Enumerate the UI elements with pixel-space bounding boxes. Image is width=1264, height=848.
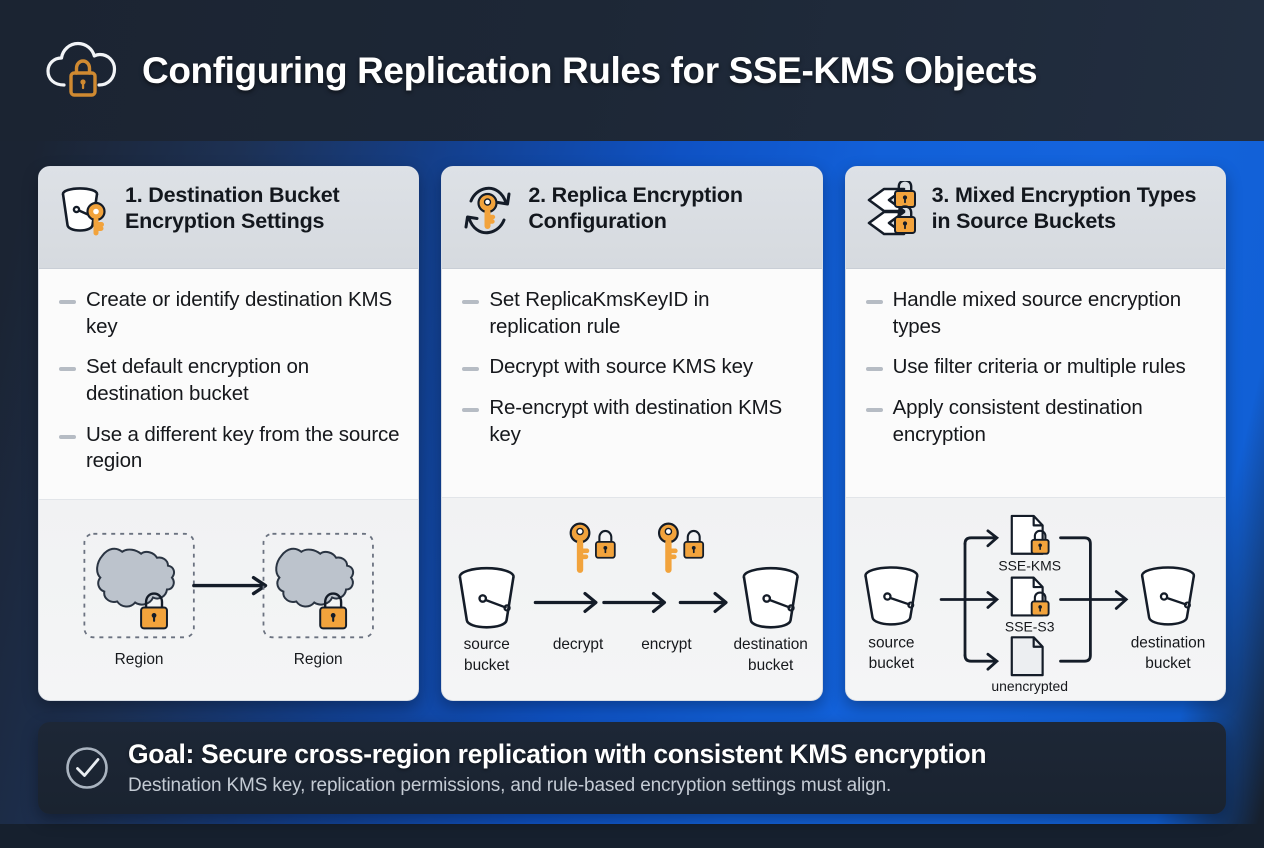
bullet-text: Decrypt with source KMS key (489, 355, 753, 379)
figure-label-destination-bucket-line1: destination (734, 636, 808, 653)
bullet-text: Re-encrypt with destination KMS key (489, 395, 783, 446)
figure-label-encrypt: encrypt (642, 636, 693, 653)
list-item: Handle mixed source encryption types (862, 287, 1207, 340)
figure-label-sse-s3: SSE-S3 (1005, 618, 1055, 634)
card-header: 3. Mixed Encryption Types in Source Buck… (845, 167, 1225, 269)
arrow-right-icon (192, 575, 268, 596)
card-title: 1. Destination Bucket Encryption Setting… (125, 183, 340, 233)
bullet-dash-icon (865, 300, 883, 304)
bullet-text: Use filter criteria or multiple rules (892, 355, 1186, 379)
card-mixed-encryption-types: 3. Mixed Encryption Types in Source Buck… (844, 166, 1226, 701)
figure-region-to-region: Region Region (39, 498, 419, 700)
figure-label-destination-bucket-line2: bucket (1145, 655, 1191, 672)
bucket-icon (863, 566, 919, 626)
figure-mixed-encryption-fanout: SSE-KMS SSE-S3 unencrypted (845, 497, 1225, 700)
bullet-dash-icon (59, 300, 76, 304)
layers-locks-icon (862, 179, 922, 241)
goal-title: Goal: Secure cross-region replication wi… (128, 739, 987, 770)
bullet-dash-icon (462, 367, 480, 372)
key-lock-icon (569, 522, 617, 573)
bullet-dash-icon (865, 407, 883, 412)
figure-label-destination-bucket-line2: bucket (748, 657, 794, 674)
arrow-right-icon (534, 591, 598, 614)
bucket-key-icon (55, 181, 115, 241)
figure-label-right-region: Region (294, 651, 343, 668)
arrow-right-icon (602, 591, 667, 614)
bucket-icon (458, 566, 516, 629)
key-refresh-icon (458, 181, 518, 241)
fanout-connector (939, 529, 999, 671)
goal-banner: Goal: Secure cross-region replication wi… (38, 722, 1226, 814)
bullet-text: Use a different key from the source regi… (86, 422, 400, 473)
key-lock-icon (658, 522, 705, 573)
bullet-dash-icon (462, 407, 480, 412)
bullet-dash-icon (865, 367, 883, 372)
bucket-icon (1140, 566, 1195, 626)
bucket-icon (742, 566, 800, 629)
figure-label-unencrypted: unencrypted (991, 678, 1068, 694)
file-icon (1010, 636, 1044, 677)
cards-row: 1. Destination Bucket Encryption Setting… (38, 166, 1226, 701)
list-item: Re-encrypt with destination KMS key (458, 395, 803, 448)
list-item: Create or identify destination KMS key (55, 287, 400, 340)
bullet-text: Apply consistent destination encryption (892, 395, 1143, 446)
arrow-right-icon (679, 591, 728, 614)
figure-label-sse-kms: SSE-KMS (998, 558, 1061, 574)
figure-label-source-bucket-line2: bucket (868, 655, 914, 672)
check-circle-icon (64, 745, 110, 791)
header-bar: Configuring Replication Rules for SSE-KM… (0, 0, 1264, 141)
figure-label-decrypt: decrypt (553, 636, 604, 653)
figure-label-source-bucket-line2: bucket (464, 657, 510, 674)
bullet-dash-icon (59, 367, 76, 372)
map-region-lock-icon (96, 547, 176, 630)
bullet-dash-icon (462, 300, 480, 304)
figure-label-source-bucket-line1: source (464, 636, 510, 653)
card-replica-encryption-configuration: 2. Replica Encryption Configuration Set … (441, 166, 823, 701)
list-item: Use a different key from the source regi… (55, 422, 400, 475)
card-title: 2. Replica Encryption Configuration (528, 183, 743, 233)
figure-label-destination-bucket-line1: destination (1130, 634, 1205, 651)
card-bullet-list: Handle mixed source encryption types Use… (845, 269, 1225, 497)
card-destination-bucket-encryption: 1. Destination Bucket Encryption Setting… (38, 166, 420, 701)
card-title: 3. Mixed Encryption Types in Source Buck… (931, 183, 1197, 233)
card-header: 2. Replica Encryption Configuration (442, 167, 822, 269)
figure-decrypt-encrypt-flow: source bucket decrypt encrypt destinatio… (442, 497, 822, 700)
bullet-text: Handle mixed source encryption types (892, 288, 1182, 338)
file-lock-icon (1010, 576, 1050, 617)
list-item: Use filter criteria or multiple rules (862, 354, 1207, 381)
fanin-connector (1058, 536, 1129, 663)
bullet-dash-icon (59, 434, 76, 439)
bullet-text: Set default encryption on destination bu… (86, 355, 310, 405)
page-title: Configuring Replication Rules for SSE-KM… (142, 49, 1038, 91)
list-item: Decrypt with source KMS key (458, 354, 803, 381)
bullet-text: Create or identify destination KMS key (86, 288, 392, 338)
card-bullet-list: Create or identify destination KMS key S… (39, 269, 419, 499)
goal-subtitle: Destination KMS key, replication permiss… (128, 774, 892, 796)
cloud-lock-icon (44, 38, 122, 104)
map-region-lock-icon (275, 547, 355, 630)
figure-label-left-region: Region (115, 651, 164, 668)
list-item: Set ReplicaKmsKeyID in replication rule (458, 287, 803, 340)
bullet-text: Set ReplicaKmsKeyID in replication rule (489, 288, 710, 338)
file-lock-icon (1010, 514, 1050, 555)
card-header: 1. Destination Bucket Encryption Setting… (39, 167, 419, 269)
list-item: Apply consistent destination encryption (862, 395, 1207, 448)
card-bullet-list: Set ReplicaKmsKeyID in replication rule … (442, 269, 822, 497)
list-item: Set default encryption on destination bu… (55, 354, 400, 407)
goal-texts: Goal: Secure cross-region replication wi… (128, 739, 987, 796)
figure-label-source-bucket-line1: source (868, 634, 914, 651)
